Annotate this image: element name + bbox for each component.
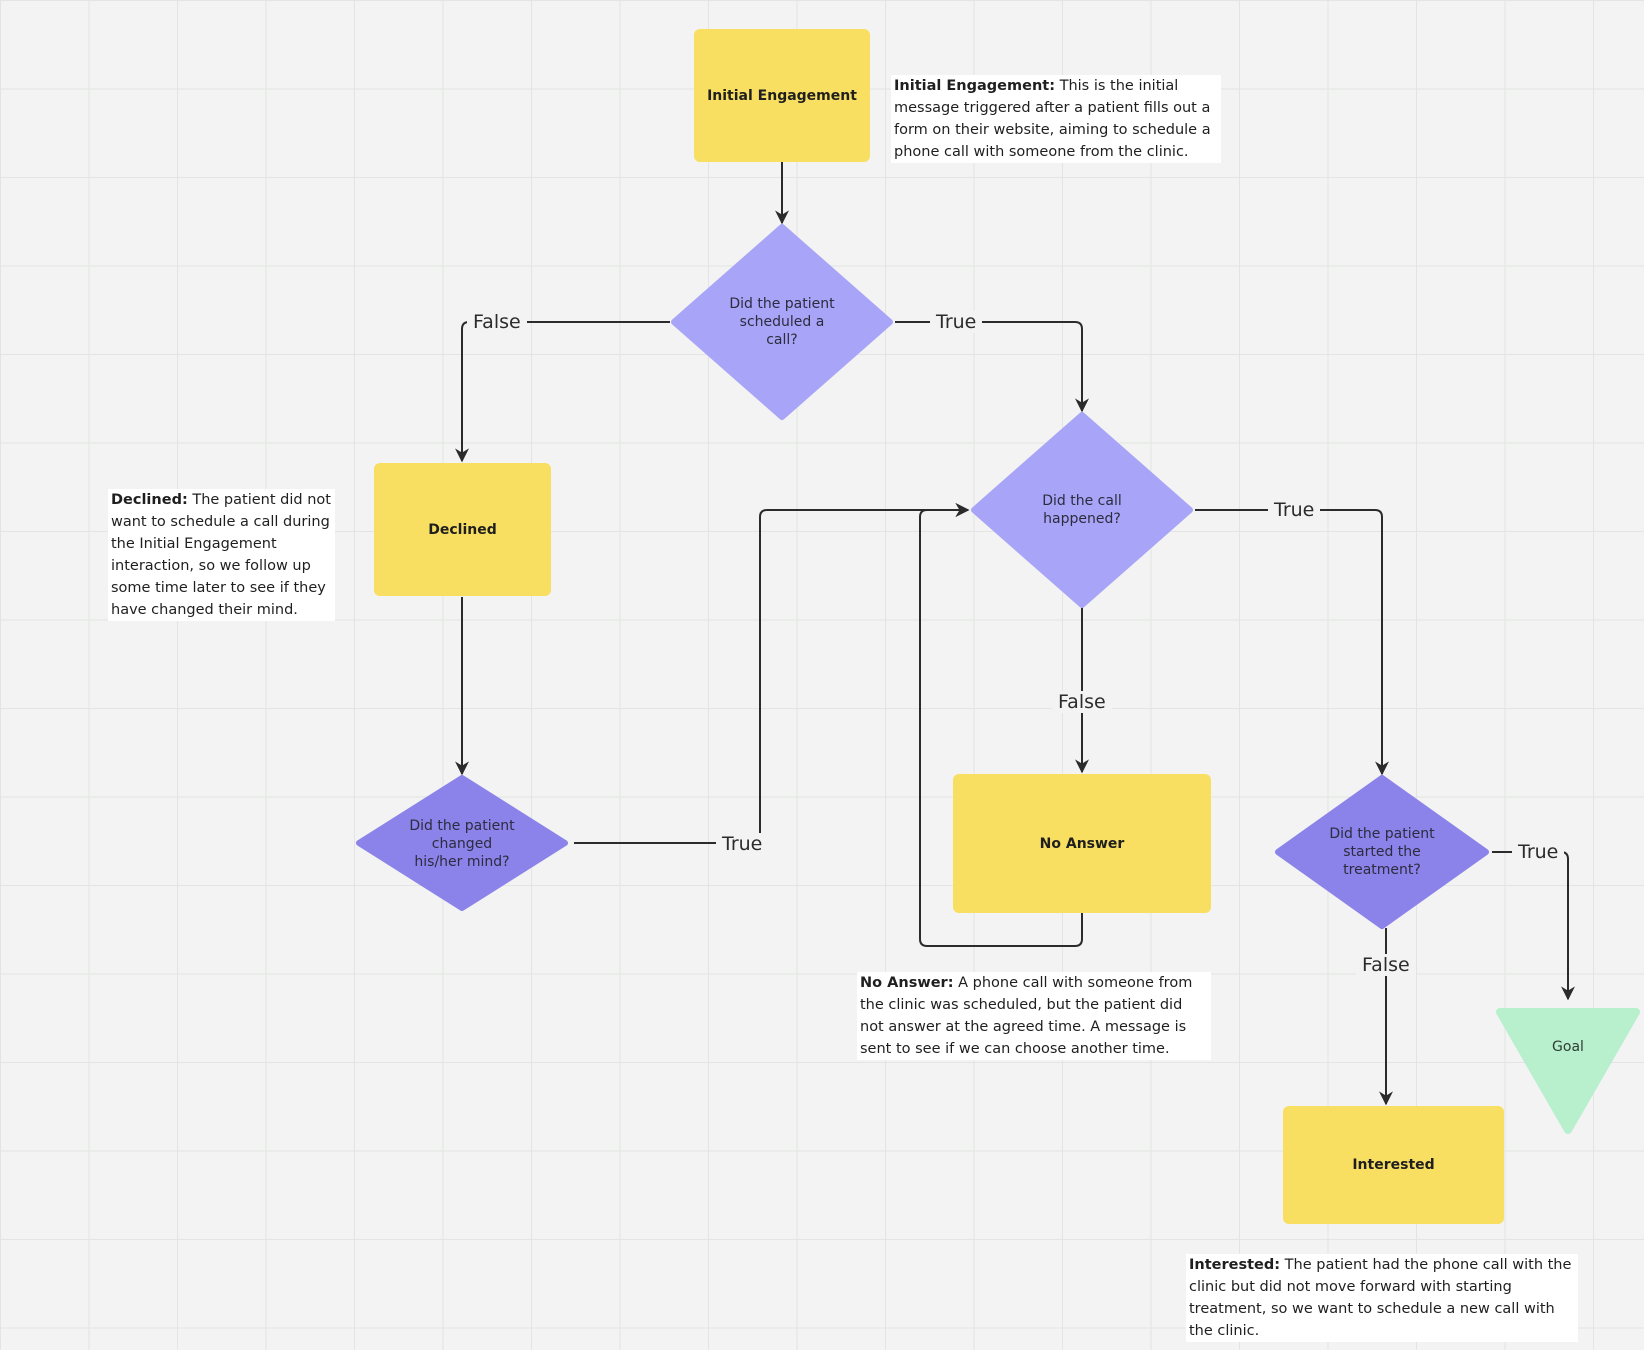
- connector-call-true: [1195, 509, 1389, 776]
- edge-label-changed-true: True: [716, 833, 769, 855]
- connector-scheduled-false: [455, 321, 670, 463]
- note-interested: Interested: The patient had the phone ca…: [1186, 1254, 1578, 1342]
- decision-call-happened-label: Did the call happened?: [1042, 493, 1122, 527]
- edge-label-call-false: False: [1052, 691, 1112, 713]
- node-initial-engagement[interactable]: Initial Engagement: [694, 29, 870, 162]
- decision-changed-mind-label: Did the patient changed his/her mind?: [409, 818, 515, 870]
- edge-label-scheduled-true: True: [930, 311, 983, 333]
- edge-label-treatment-true: True: [1512, 841, 1565, 863]
- note-declined-body: The patient did not want to schedule a c…: [111, 492, 331, 618]
- decision-scheduled-call-shape[interactable]: [671, 224, 893, 420]
- node-no-answer[interactable]: No Answer: [953, 774, 1211, 913]
- goal-shape[interactable]: [1496, 1008, 1640, 1134]
- node-interested-label: Interested: [1352, 1157, 1435, 1173]
- decision-call-happened-shape[interactable]: [971, 412, 1193, 608]
- edge-label-call-true: True: [1268, 499, 1321, 521]
- decision-started-treatment-shape[interactable]: [1275, 775, 1489, 929]
- decision-scheduled-call-label: Did the patient scheduled a call?: [729, 296, 835, 348]
- connector-treatment-true: [1492, 851, 1575, 1001]
- connector-scheduled-true: [895, 321, 1089, 413]
- node-declined[interactable]: Declined: [374, 463, 551, 596]
- node-interested[interactable]: Interested: [1283, 1106, 1504, 1224]
- goal-label: Goal: [1552, 1039, 1584, 1055]
- connector-changed-true: [574, 503, 970, 844]
- edge-label-treatment-false: False: [1356, 954, 1416, 976]
- decision-changed-mind-shape[interactable]: [356, 775, 568, 911]
- decision-started-treatment-label: Did the patient started the treatment?: [1329, 826, 1435, 878]
- note-interested-body: The patient had the phone call with the …: [1189, 1257, 1572, 1339]
- note-initial-engagement: Initial Engagement: This is the initial …: [891, 75, 1221, 163]
- note-no-answer-title: No Answer:: [860, 975, 954, 991]
- note-no-answer-body: A phone call with someone from the clini…: [860, 975, 1193, 1057]
- note-interested-title: Interested:: [1189, 1257, 1281, 1273]
- note-initial-engagement-body: This is the initial message triggered af…: [894, 78, 1211, 160]
- note-initial-engagement-title: Initial Engagement:: [894, 78, 1055, 94]
- node-declined-label: Declined: [428, 521, 497, 538]
- note-declined: Declined: The patient did not want to sc…: [108, 489, 335, 621]
- node-no-answer-label: No Answer: [1039, 835, 1125, 852]
- node-initial-engagement-label: Initial Engagement: [707, 87, 857, 104]
- connector-noanswer-loop: [919, 503, 1083, 947]
- edge-label-scheduled-false: False: [467, 311, 527, 333]
- note-declined-title: Declined:: [111, 492, 188, 508]
- note-no-answer: No Answer: A phone call with someone fro…: [857, 972, 1211, 1060]
